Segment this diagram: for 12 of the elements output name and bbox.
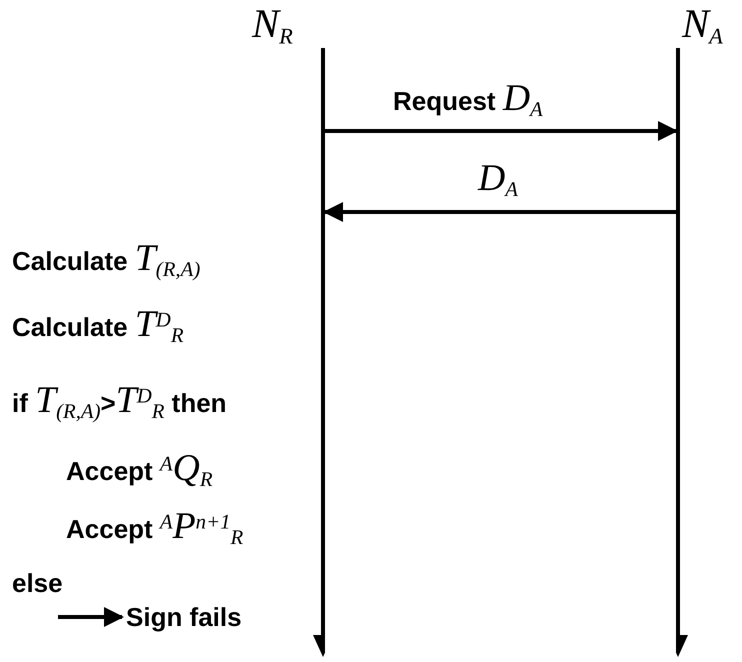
outcome-text: Sign fails: [126, 604, 242, 630]
message-label: Request D$_{A}$: [393, 80, 543, 121]
arrow: [58, 607, 124, 627]
arrow: [323, 202, 676, 222]
pseudocode-line: Accept $^{A}$Q$_{R}$: [66, 450, 213, 491]
pseudocode-line: if T$_{(R,A)}$>T$^{D}$$_{R}$ then: [12, 382, 227, 423]
pseudocode-line: Calculate T$_{(R,A)}$: [12, 240, 200, 281]
participant-label: N$_{A}$: [682, 4, 723, 48]
message-label: D$_{A}$: [478, 160, 518, 201]
arrow: [325, 121, 678, 141]
pseudocode-line: else: [12, 570, 63, 596]
participant-label: N$_{R}$: [252, 4, 293, 48]
